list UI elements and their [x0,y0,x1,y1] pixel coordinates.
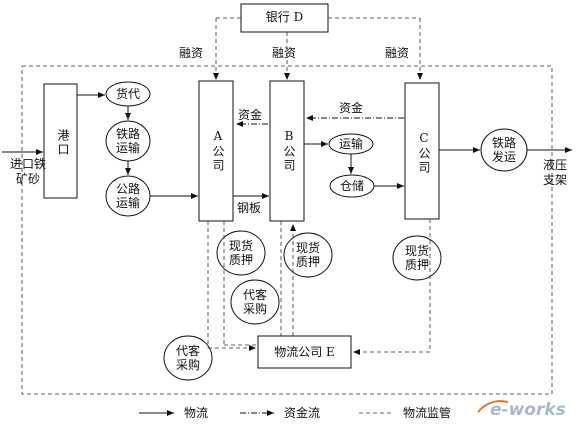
bank-label: 银行 D [265,10,304,24]
watermark-logo: e-works [490,400,566,420]
spot-pledge-node-a [216,230,266,276]
transport-label: 运输 [338,137,363,151]
steel-plate-label: 钢板 [237,201,262,215]
spot-pledge-label-b: 现货 质押 [295,241,320,269]
company-c-label: C公司 [417,131,431,175]
warehousing-label: 仓储 [339,179,364,193]
company-b-label: B公司 [282,129,296,173]
financing-label-b: 融资 [272,46,297,60]
legend-logistics-label: 物流 [184,406,209,420]
company-b-box [269,80,305,222]
hydraulic-support-label: 液压支架 [542,158,567,187]
bank-box [240,3,329,33]
road-transport-label: 公路 运输 [115,182,140,210]
financing-label-a: 融资 [179,46,204,60]
rail-transport-label: 铁路 运输 [115,127,140,155]
agent-purchase-node-1 [230,279,280,325]
import-ore-label: 进口铁矿砂 [9,157,46,186]
logistics-e-box [257,335,352,369]
logistics-e-label: 物流公司 E [274,345,335,359]
port-box [43,83,78,199]
agent-purchase-node-2 [163,335,213,381]
freight-forwarding-label: 货代 [115,87,140,101]
agent-purchase-label-1: 代客 采购 [242,288,267,316]
spot-pledge-label-a: 现货 质押 [228,239,253,267]
rail-shipping-label: 铁路 发运 [491,136,516,164]
spot-pledge-label-c: 现货 质押 [404,244,429,272]
agent-purchase-label-2: 代客 采购 [175,344,200,372]
capital-label-bc: 资金 [339,101,364,115]
spot-pledge-node-b [283,232,333,278]
port-label: 港口 [56,129,70,157]
legend-capital-flow-label: 资金流 [284,406,321,420]
company-c-box [404,82,440,220]
legend-supervision-label: 物流监管 [403,406,452,420]
supervision-frame [21,65,553,395]
spot-pledge-node-c [392,235,442,281]
company-a-box [198,80,234,222]
capital-label-ab: 资金 [238,108,263,122]
watermark-swoosh [477,400,509,413]
financing-label-c: 融资 [385,46,410,60]
company-a-label: A公司 [211,129,225,173]
